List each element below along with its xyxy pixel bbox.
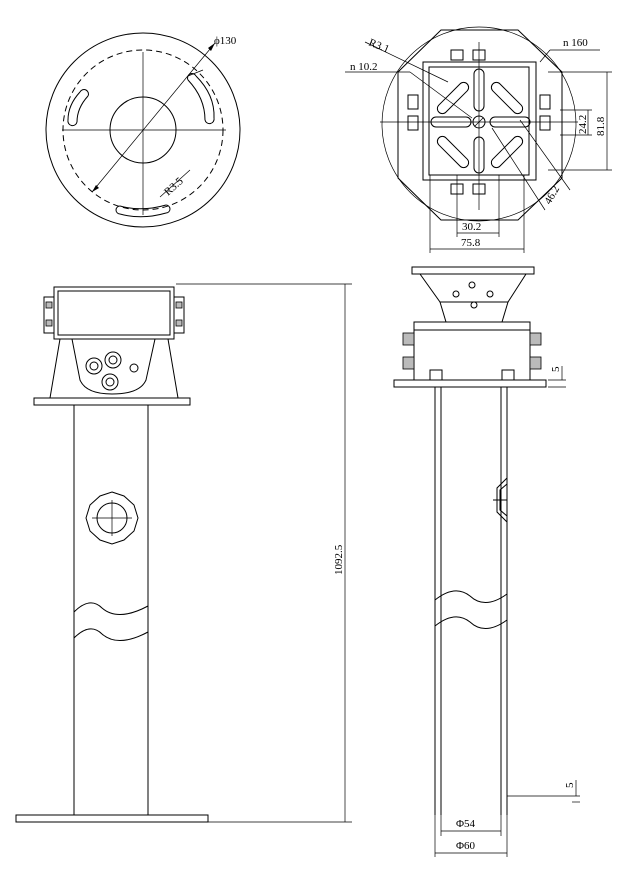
plate-thickness-label: 5 (550, 366, 562, 372)
dim-81-label: 81.8 (595, 116, 607, 136)
front-elevation-view: 1092.5 (15, 283, 352, 823)
dim-75-label: 75.8 (461, 237, 481, 249)
radius-label: R3.1 (367, 37, 391, 56)
outer-diameter-label: Φ60 (456, 840, 476, 852)
diameter-label: ϕ130 (214, 35, 237, 47)
dim-30-label: 30.2 (462, 221, 481, 233)
hole-diameter-label: n 10.2 (350, 61, 378, 73)
dim-24-label: 24.2 (577, 115, 589, 134)
wall-thickness-label: 5 (564, 782, 576, 788)
radius-label: R3.5 (162, 175, 186, 198)
inner-diameter-label: Φ54 (456, 818, 476, 830)
side-elevation-view: 5 5 Φ54 Φ60 (393, 266, 580, 857)
mount-plan-view: R3.1 n 10.2 n 160 24.2 81.8 46.2 30.2 75… (345, 26, 612, 253)
dim-46-label: 46.2 (542, 184, 562, 207)
height-label: 1092.5 (333, 544, 345, 575)
octagon-size-label: n 160 (563, 37, 588, 49)
top-plan-view: ϕ130 R3.5 (45, 32, 241, 228)
